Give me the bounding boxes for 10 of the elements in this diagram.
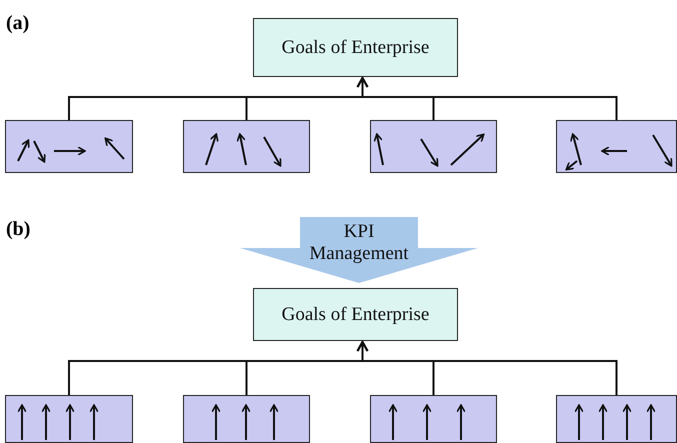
connector-line: [356, 77, 618, 120]
box-label: Goals of Enterprise: [282, 304, 430, 326]
arrow-label: KPI Management: [308, 221, 410, 265]
box-label: Goals of Enterprise: [282, 36, 430, 58]
connector-line: [356, 341, 618, 395]
goal-box: [253, 18, 458, 77]
goal-box: [253, 288, 458, 341]
down-block-arrow: [240, 217, 478, 283]
panel-label: (b): [6, 218, 30, 241]
panel-label: (a): [6, 12, 30, 35]
